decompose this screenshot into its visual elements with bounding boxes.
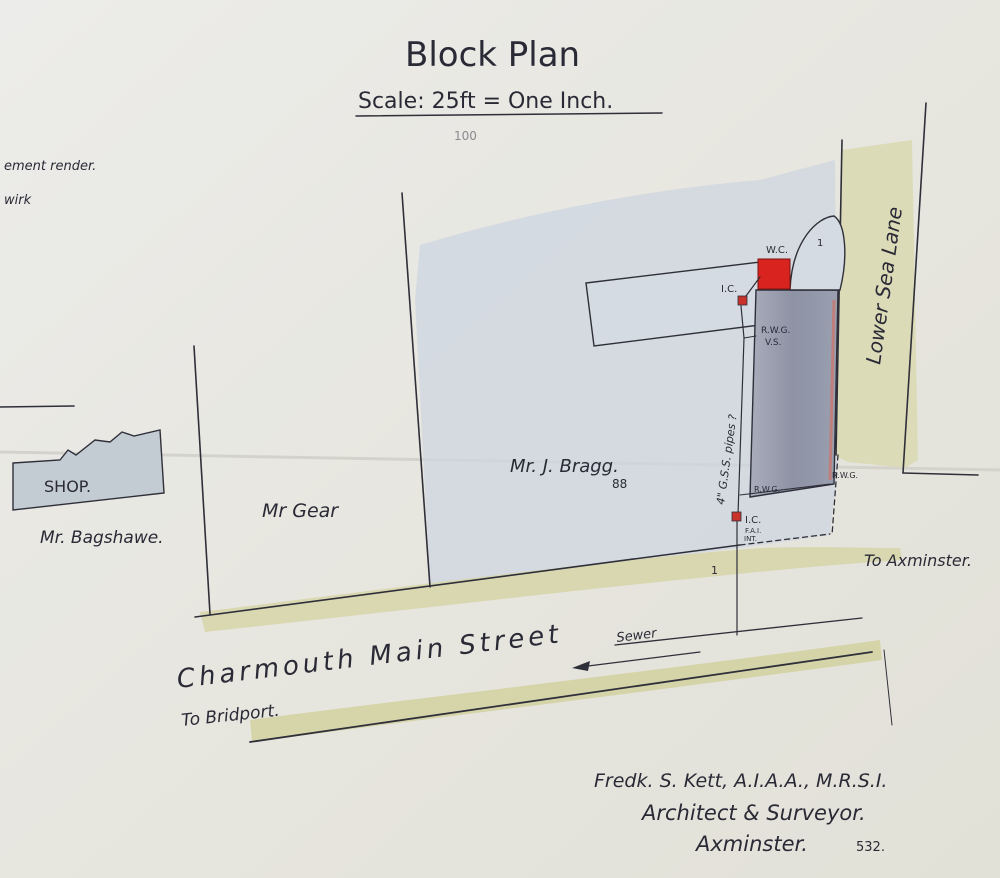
shop-building	[12, 429, 165, 511]
rwg-branch-mid	[739, 483, 831, 496]
to-axminster-label: To Axminster.	[864, 551, 972, 570]
main-street-wash-lower	[250, 640, 882, 742]
inspection-chamber-bottom	[731, 511, 742, 522]
bagshawe-boundary	[0, 405, 75, 408]
ic-bottom-label: I.C.	[745, 515, 761, 526]
sewer-label: Sewer	[616, 626, 659, 646]
sheet-edge-right	[883, 649, 893, 726]
vs-label: V.S.	[765, 338, 781, 348]
scale-underline	[355, 112, 663, 117]
main-building-grey	[749, 289, 839, 498]
sewer-flow-arrow-head	[572, 661, 590, 671]
rwg-mid-label: R.W.G.	[754, 485, 780, 494]
owner-bagshawe: Mr. Bagshawe.	[40, 528, 164, 548]
main-building-red-edge	[828, 299, 836, 481]
shop-label: SHOP.	[44, 477, 91, 496]
rwg-branch-top	[743, 335, 757, 339]
legend-line-2: wirk	[4, 193, 32, 208]
inspection-chamber-top	[737, 295, 748, 306]
boundary-gear-west	[193, 345, 211, 615]
sewer-flow-arrow-line	[579, 651, 701, 668]
drawing-number: 532.	[856, 840, 885, 855]
fai-label: F.A.I.	[745, 527, 761, 535]
legend-line-1: ement render.	[4, 159, 96, 174]
scale-pencil-note: 100	[454, 129, 477, 143]
lane-return	[902, 472, 979, 476]
plot-east-boundary	[831, 454, 839, 536]
rwg-vs-label: R.W.G.	[761, 326, 790, 336]
frontage-one-label: 1	[711, 564, 718, 577]
main-street-wash-upper	[200, 547, 902, 632]
boundary-gear-bragg	[401, 192, 431, 588]
int-label: INT.	[744, 535, 757, 543]
signature-role: Architect & Surveyor.	[640, 801, 866, 825]
rounded-annex	[789, 215, 846, 291]
signature-town: Axminster.	[694, 832, 808, 856]
sewer-main-line	[614, 617, 863, 646]
wc-block	[757, 258, 791, 290]
lane-east-edge	[902, 102, 927, 474]
street-north-frontage-east	[739, 533, 831, 546]
annex-one-label: 1	[817, 238, 823, 249]
street-north-frontage	[194, 544, 741, 618]
street-south-kerb	[249, 651, 873, 743]
plan-scale: Scale: 25ft = One Inch.	[358, 89, 613, 114]
signature-name: Fredk. S. Kett, A.I.A.A., M.R.S.I.	[594, 770, 887, 792]
wc-label: W.C.	[766, 245, 788, 256]
ic-top-label: I.C.	[721, 284, 737, 295]
owner-bragg: Mr. J. Bragg.	[510, 456, 619, 477]
lane-west-edge	[835, 139, 843, 456]
plan-title: Block Plan	[405, 35, 580, 75]
lower-sea-lane-wash	[836, 140, 918, 468]
owner-gear: Mr Gear	[262, 500, 339, 522]
owner-bragg-initials: 88	[612, 477, 627, 491]
rwg-right-label: R.W.G.	[832, 471, 858, 480]
